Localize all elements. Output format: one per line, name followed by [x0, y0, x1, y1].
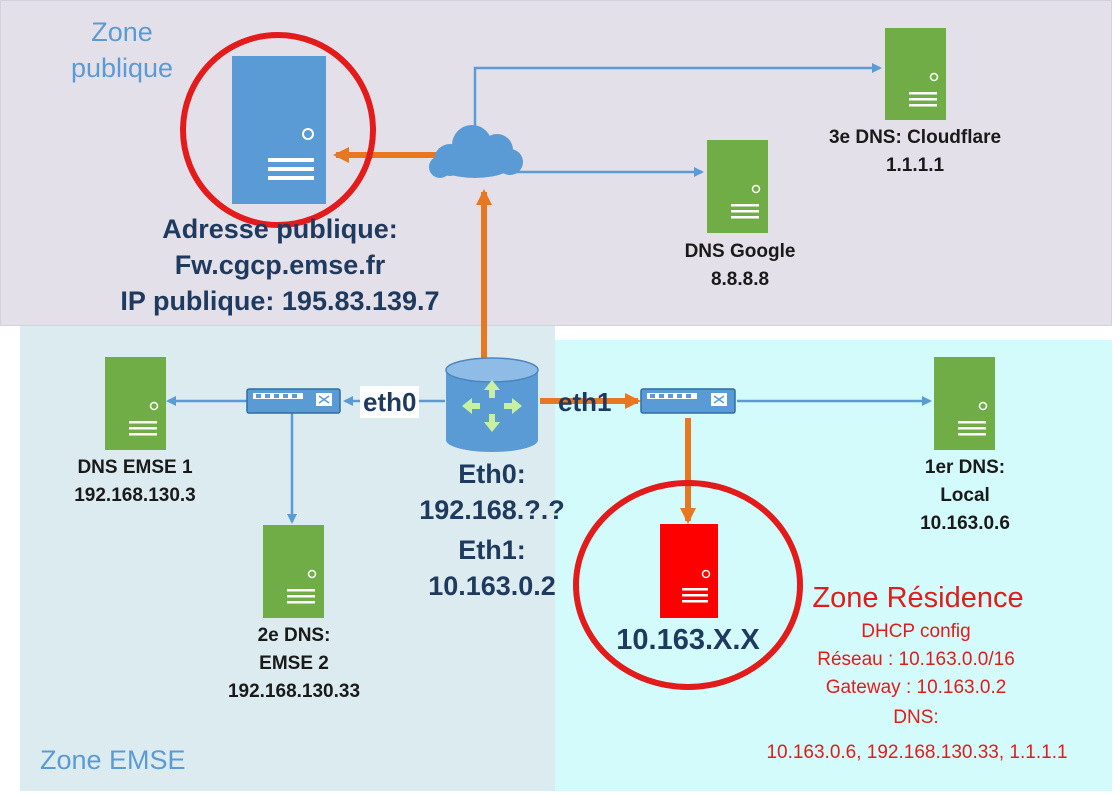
client-device-icon	[660, 524, 718, 618]
emse2-dns-label: 2e DNS:	[257, 625, 331, 646]
server-icon-local	[934, 357, 995, 450]
emse1-dns-label: DNS EMSE 1	[77, 457, 193, 478]
emse2-dns-name: EMSE 2	[259, 653, 329, 674]
emse1-dns-ip: 192.168.130.3	[74, 485, 196, 506]
public-address-label: Adresse publique:	[162, 214, 398, 244]
public-server-icon	[232, 56, 326, 204]
server-icon-emse1	[105, 357, 166, 450]
dhcp-gateway: Gateway : 10.163.0.2	[825, 677, 1007, 698]
router-eth1-ip: 10.163.0.2	[428, 571, 556, 601]
zone-residence-title: Zone Résidence	[812, 582, 1024, 614]
public-hostname: Fw.cgcp.emse.fr	[174, 250, 386, 280]
zone-public-title: Zone publique	[70, 17, 174, 83]
emse2-dns-ip: 192.168.130.33	[227, 681, 361, 702]
link-cloud-cloudflare	[473, 63, 882, 140]
server-icon-google	[707, 140, 768, 233]
blue-links	[166, 63, 932, 524]
zone-residence-area	[555, 340, 1112, 791]
local-dns-name: Local	[940, 485, 990, 506]
server-icon-emse2	[263, 525, 324, 618]
server-icon-cloudflare	[885, 28, 946, 120]
client-ip: 10.163.X.X	[616, 624, 760, 656]
local-dns-ip: 10.163.0.6	[920, 513, 1010, 534]
dhcp-dns-label: DNS:	[893, 707, 939, 728]
eth0-port-label: eth0	[360, 386, 420, 418]
router-eth0-ip: 192.168.?.?	[419, 495, 565, 525]
highlight-circle-public	[180, 32, 376, 228]
switch-icon-emse	[246, 388, 341, 414]
google-dns-label: DNS Google	[684, 241, 796, 262]
zone-emse-title: Zone EMSE	[40, 745, 186, 775]
dhcp-config-title: DHCP config	[861, 621, 971, 642]
highlight-circle-client	[573, 480, 803, 690]
router-eth1-label: Eth1:	[458, 535, 526, 565]
dhcp-dns-values: 10.163.0.6, 192.168.130.33, 1.1.1.1	[766, 742, 1068, 763]
local-dns-label: 1er DNS:	[924, 457, 1006, 478]
public-ip: IP publique: 195.83.139.7	[120, 286, 440, 316]
google-dns-ip: 8.8.8.8	[710, 269, 770, 290]
router-icon	[445, 357, 539, 452]
cloud-icon	[429, 125, 523, 178]
cloudflare-dns-ip: 1.1.1.1	[885, 155, 945, 176]
switch-icon-residence	[640, 388, 736, 414]
eth1-port-label: eth1	[558, 387, 612, 417]
dhcp-network: Réseau : 10.163.0.0/16	[817, 649, 1015, 670]
cloudflare-dns-label: 3e DNS: Cloudflare	[828, 127, 1002, 148]
router-eth0-label: Eth0:	[458, 459, 526, 489]
